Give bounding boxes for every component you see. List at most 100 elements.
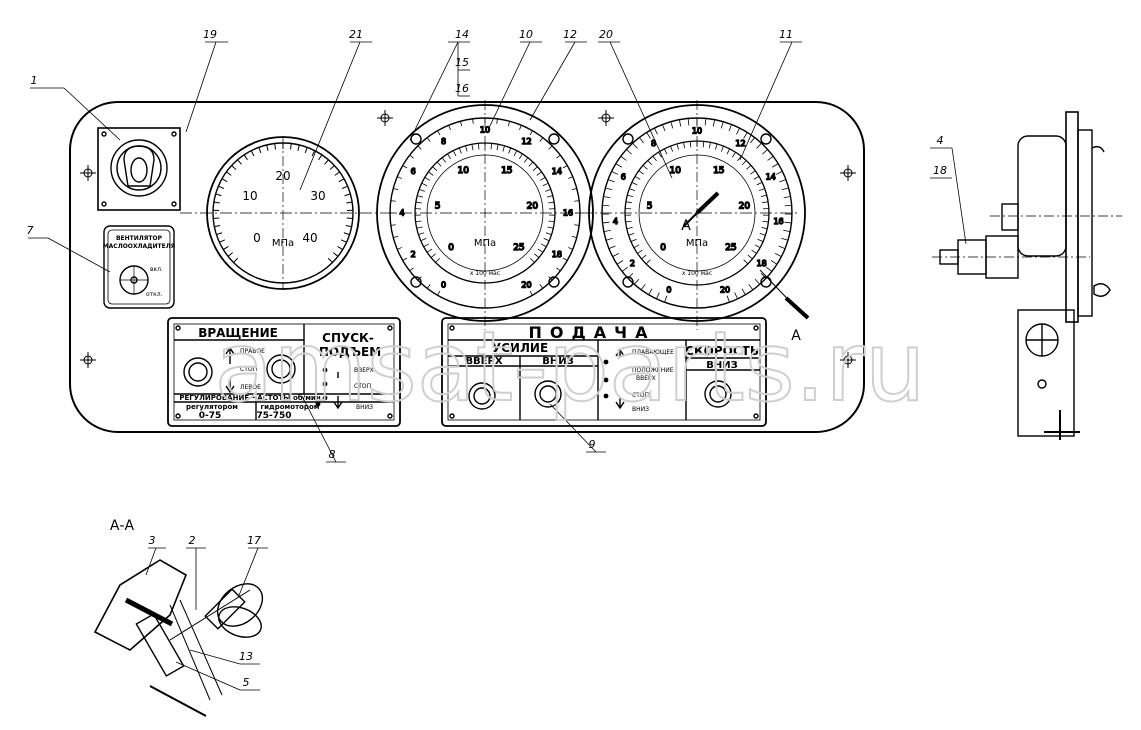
gauge-tick <box>545 188 551 192</box>
gauge-tick <box>266 144 269 151</box>
gauge-tick <box>418 232 425 236</box>
gauge-tick <box>548 276 553 281</box>
gauge-tick <box>679 119 682 127</box>
gauge-tick <box>646 132 651 139</box>
callout-2: 2 <box>189 534 196 547</box>
gauge-center-inner-label: 15 <box>501 166 512 176</box>
main-panel-outline <box>69 101 865 433</box>
item-19-block <box>97 127 181 211</box>
gauge-tick <box>390 224 396 226</box>
gauge-tick <box>421 182 428 187</box>
gauge-tick <box>737 155 742 162</box>
gauge-tick <box>458 147 462 154</box>
gauge-tick <box>567 247 573 250</box>
gauge-tick <box>639 137 644 144</box>
rotation-left: ЛЕВОЕ <box>240 384 261 391</box>
gauge-right-inner-label: 10 <box>669 166 681 176</box>
gauge-tick <box>518 153 523 160</box>
gauge-tick <box>426 137 431 142</box>
leader-lines <box>28 41 967 691</box>
gauge-tick <box>334 171 340 176</box>
gauge-tick <box>781 237 789 241</box>
gauge-center-outer-label: 8 <box>441 137 446 146</box>
gauge-tick <box>416 226 423 229</box>
gauge-tick <box>766 266 773 272</box>
gauge-tick <box>750 170 756 175</box>
fan-switch-title-1: ВЕНТИЛЯТОР <box>116 235 163 242</box>
gauge-tick <box>562 165 568 169</box>
gauge-tick <box>574 200 580 202</box>
gauge-center-outer-label: 6 <box>411 167 416 176</box>
gauge-tick <box>432 166 438 171</box>
gauge-tick <box>536 171 542 176</box>
gauge-tick <box>734 292 739 300</box>
gauge-tick <box>393 188 399 191</box>
gauge-center-outer-label: 2 <box>411 250 416 259</box>
gauge-center-outer-label: 4 <box>399 209 404 218</box>
gauge-tick <box>771 163 779 168</box>
gauge-tick <box>523 157 529 163</box>
gauge-tick <box>423 243 430 248</box>
force-up: ВВЕРХ <box>465 356 502 367</box>
gauge-tick <box>223 246 229 251</box>
gauge-tick <box>760 194 767 197</box>
rotation-title: ВРАЩЕНИЕ <box>198 326 278 340</box>
gauge-tick <box>397 247 403 250</box>
gauge-tick <box>324 159 329 165</box>
gauge-tick <box>435 257 441 263</box>
gauge-tick <box>548 220 555 223</box>
gauge-tick <box>605 237 613 241</box>
force-down: ВНИЗ <box>542 356 573 367</box>
gauge-tick <box>762 201 769 204</box>
gauge-tick <box>547 226 554 229</box>
gauge-tick <box>420 238 427 242</box>
section-title: А-А <box>110 518 135 534</box>
gauge-tick <box>290 143 292 150</box>
gauge-tick <box>409 154 414 159</box>
gauge-tick <box>754 278 761 285</box>
gauge-tick <box>496 144 499 151</box>
callout-3: 3 <box>149 534 156 547</box>
gauge-tick <box>258 147 262 154</box>
gauge-center-unit: МПа <box>474 238 496 249</box>
freq-title: РЕГУЛИРОВАНИЕ ЧАСТОТЫ об/мин <box>179 394 320 402</box>
gauge-tick <box>562 257 568 261</box>
gauge-center-outer-label: 20 <box>521 281 531 290</box>
feed-stop: СТОП <box>632 392 649 399</box>
gauge-tick <box>539 284 544 289</box>
gauge-tick <box>556 154 561 159</box>
gauge-tick <box>436 161 442 167</box>
motor-label: гидромотором <box>261 403 320 411</box>
fan-switch-title-2: МАСЛООХЛАДИТЕЛЯ <box>103 243 176 250</box>
gauge-tick <box>226 171 232 176</box>
gauge-tick <box>419 188 425 192</box>
gauge-tick <box>760 273 767 279</box>
gauge-tick <box>250 150 255 157</box>
gauge-tick <box>337 246 343 251</box>
gauge-tick <box>571 188 577 191</box>
gauge-tick <box>761 227 768 230</box>
gauge-tick <box>448 125 451 131</box>
gauge-tick <box>426 284 431 289</box>
gauge-tick <box>402 257 408 261</box>
gauge-tick <box>417 276 422 281</box>
gauge-tick <box>637 249 643 254</box>
gauge-tick <box>332 252 339 257</box>
gauge-tick <box>770 260 778 265</box>
gauge-tick <box>683 142 686 149</box>
gauge-tick <box>627 194 634 197</box>
gauge-tick <box>741 288 746 295</box>
gauge-tick <box>216 232 223 236</box>
gauge-right-outer-label: 0 <box>666 286 671 295</box>
gauge-left-tick-10: 10 <box>242 189 257 203</box>
regulator-range: 0-75 <box>199 411 222 421</box>
gauge-center-inner-label: 0 <box>448 243 454 253</box>
gauge-left-tick-30: 30 <box>310 189 325 203</box>
gauge-tick <box>502 145 505 152</box>
gauge-tick <box>634 176 641 180</box>
gauge-tick <box>784 204 792 207</box>
gauge-right-outer-label: 10 <box>692 127 702 136</box>
gauge-tick <box>304 147 308 154</box>
gauge-tick <box>652 155 657 162</box>
